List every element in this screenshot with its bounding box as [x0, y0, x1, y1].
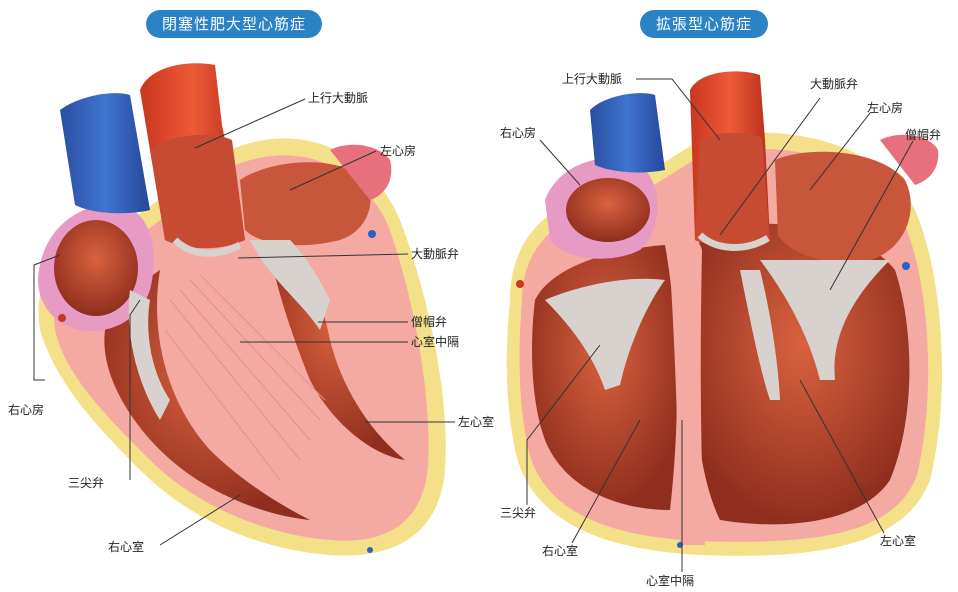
label-dcm-right-atrium: 右心房	[500, 126, 536, 140]
left-panel-title: 閉塞性肥大型心筋症	[146, 10, 322, 38]
label-dcm-left-ventricle: 左心室	[880, 534, 916, 548]
label-right-atrium: 右心房	[8, 403, 44, 417]
label-aortic-valve: 大動脈弁	[411, 247, 459, 261]
label-dcm-ascending-aorta: 上行大動脈	[562, 72, 622, 86]
label-dcm-left-atrium: 左心房	[867, 101, 903, 115]
label-right-ventricle: 右心室	[108, 540, 144, 554]
right-aorta-lumen	[695, 133, 770, 246]
right-left-atrium	[775, 152, 911, 263]
label-tricuspid-valve: 三尖弁	[68, 476, 104, 490]
right-coronary-dot-1	[902, 262, 910, 270]
left-aorta-lumen	[150, 135, 245, 248]
left-coronary-dot-1	[368, 230, 376, 238]
right-panel-title: 拡張型心筋症	[640, 10, 768, 38]
label-mitral-valve: 僧帽弁	[411, 315, 447, 329]
label-dcm-tricuspid-valve: 三尖弁	[500, 506, 536, 520]
right-right-atrium-inner	[566, 178, 650, 242]
right-vena-cava	[590, 93, 665, 172]
left-vena-cava	[60, 93, 150, 213]
label-dcm-septum: 心室中隔	[646, 574, 694, 588]
right-coronary-dot-2	[516, 280, 524, 288]
label-septum: 心室中隔	[411, 335, 459, 349]
label-ascending-aorta: 上行大動脈	[308, 91, 368, 105]
label-left-atrium: 左心房	[380, 144, 416, 158]
left-right-atrium-inner	[54, 220, 138, 316]
label-dcm-aortic-valve: 大動脈弁	[810, 77, 858, 91]
right-heart-illustration	[507, 71, 942, 556]
left-coronary-dot-2	[58, 314, 66, 322]
label-left-ventricle: 左心室	[458, 415, 494, 429]
left-coronary-dot-3	[367, 547, 373, 553]
label-dcm-mitral-valve: 僧帽弁	[905, 128, 941, 142]
label-dcm-right-ventricle: 右心室	[542, 544, 578, 558]
